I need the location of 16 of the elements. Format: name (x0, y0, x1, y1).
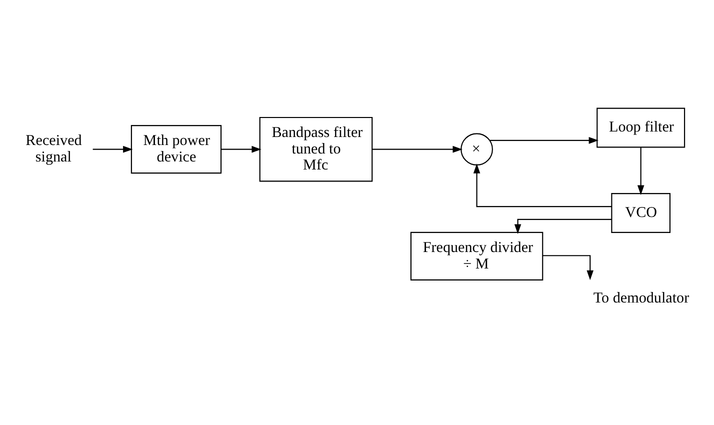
arrow (637, 147, 644, 194)
arrow (542, 254, 594, 280)
node-box: Bandpass filter tuned to Mfc (259, 116, 373, 182)
node-box: VCO (611, 192, 670, 232)
arrow (473, 163, 612, 207)
arrow (92, 145, 133, 152)
node-box: Mth power device (130, 124, 222, 174)
node-box: Loop filter (596, 107, 686, 148)
arrow (514, 218, 612, 234)
arrow (221, 145, 262, 152)
arrow (372, 145, 462, 152)
node-text: To demodulator (593, 290, 690, 306)
node-box: Frequency divider ÷ M (410, 231, 544, 280)
arrow (490, 136, 599, 144)
node-circle: × (460, 132, 493, 166)
node-text: Received signal (26, 132, 82, 165)
